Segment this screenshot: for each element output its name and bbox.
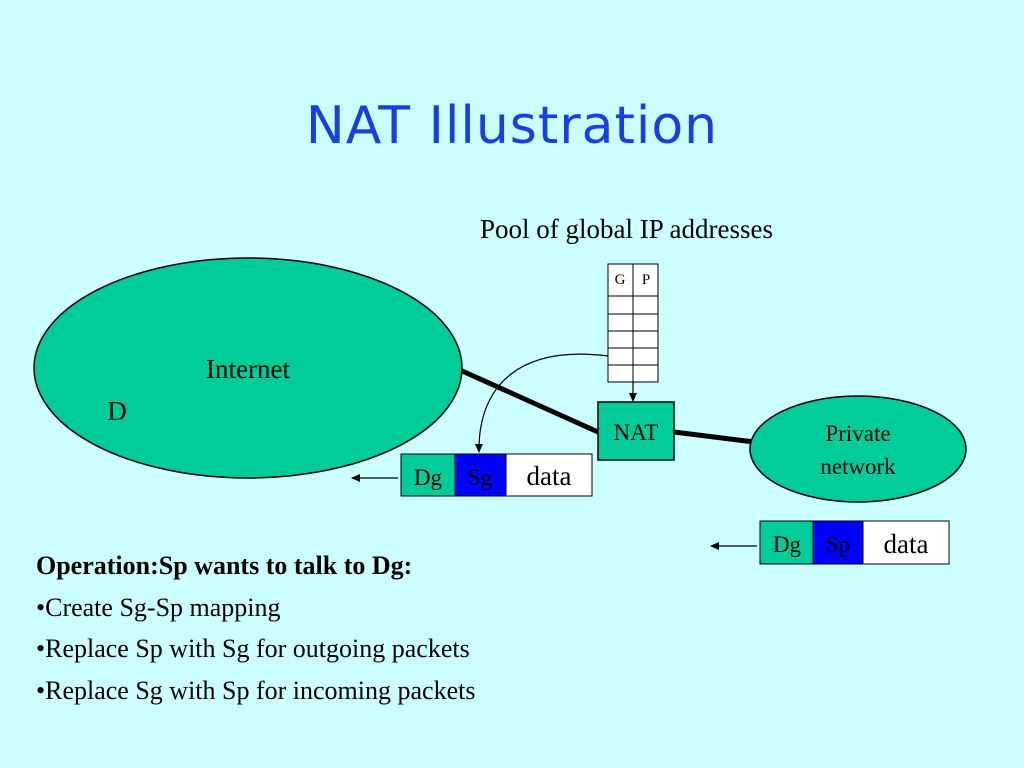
table-to-packet-curve-arrow bbox=[474, 353, 609, 453]
private-network-label-line2: network bbox=[820, 454, 896, 479]
host-d-label: D bbox=[107, 396, 127, 426]
operation-heading: Operation:Sp wants to talk to Dg: bbox=[36, 551, 413, 580]
outgoing-payload-label: data bbox=[527, 461, 572, 491]
outgoing-src-label: Sg bbox=[468, 465, 493, 490]
private-network-ellipse bbox=[749, 395, 967, 503]
operation-notes: Operation:Sp wants to talk to Dg: •Creat… bbox=[36, 545, 475, 711]
private-payload-label: data bbox=[884, 529, 929, 559]
nat-box bbox=[597, 401, 675, 461]
private-network-label-line1: Private bbox=[825, 421, 890, 446]
table-header-g: G bbox=[615, 272, 626, 288]
private-packet: Dg Sp data bbox=[759, 520, 950, 565]
internet-label: Internet bbox=[206, 354, 290, 384]
pool-label: Pool of global IP addresses bbox=[480, 214, 773, 244]
mapping-table: G P bbox=[607, 263, 659, 383]
nat-private-link bbox=[673, 429, 755, 445]
outgoing-dst-label: Dg bbox=[414, 465, 443, 490]
operation-bullet-1: •Create Sg-Sp mapping bbox=[36, 592, 281, 622]
nat-label: NAT bbox=[614, 420, 659, 445]
internet-nat-link bbox=[458, 367, 600, 435]
table-header-p: P bbox=[642, 272, 650, 288]
outgoing-packet: Dg Sg data bbox=[400, 453, 593, 497]
slide-title: NAT Illustration bbox=[305, 96, 719, 156]
operation-bullet-3: •Replace Sg with Sp for incoming packets bbox=[36, 675, 476, 705]
private-src-label: Sp bbox=[826, 532, 850, 557]
private-dst-label: Dg bbox=[773, 532, 802, 557]
operation-bullet-2: •Replace Sp with Sg for outgoing packets bbox=[36, 634, 470, 663]
internet-ellipse bbox=[33, 257, 463, 479]
